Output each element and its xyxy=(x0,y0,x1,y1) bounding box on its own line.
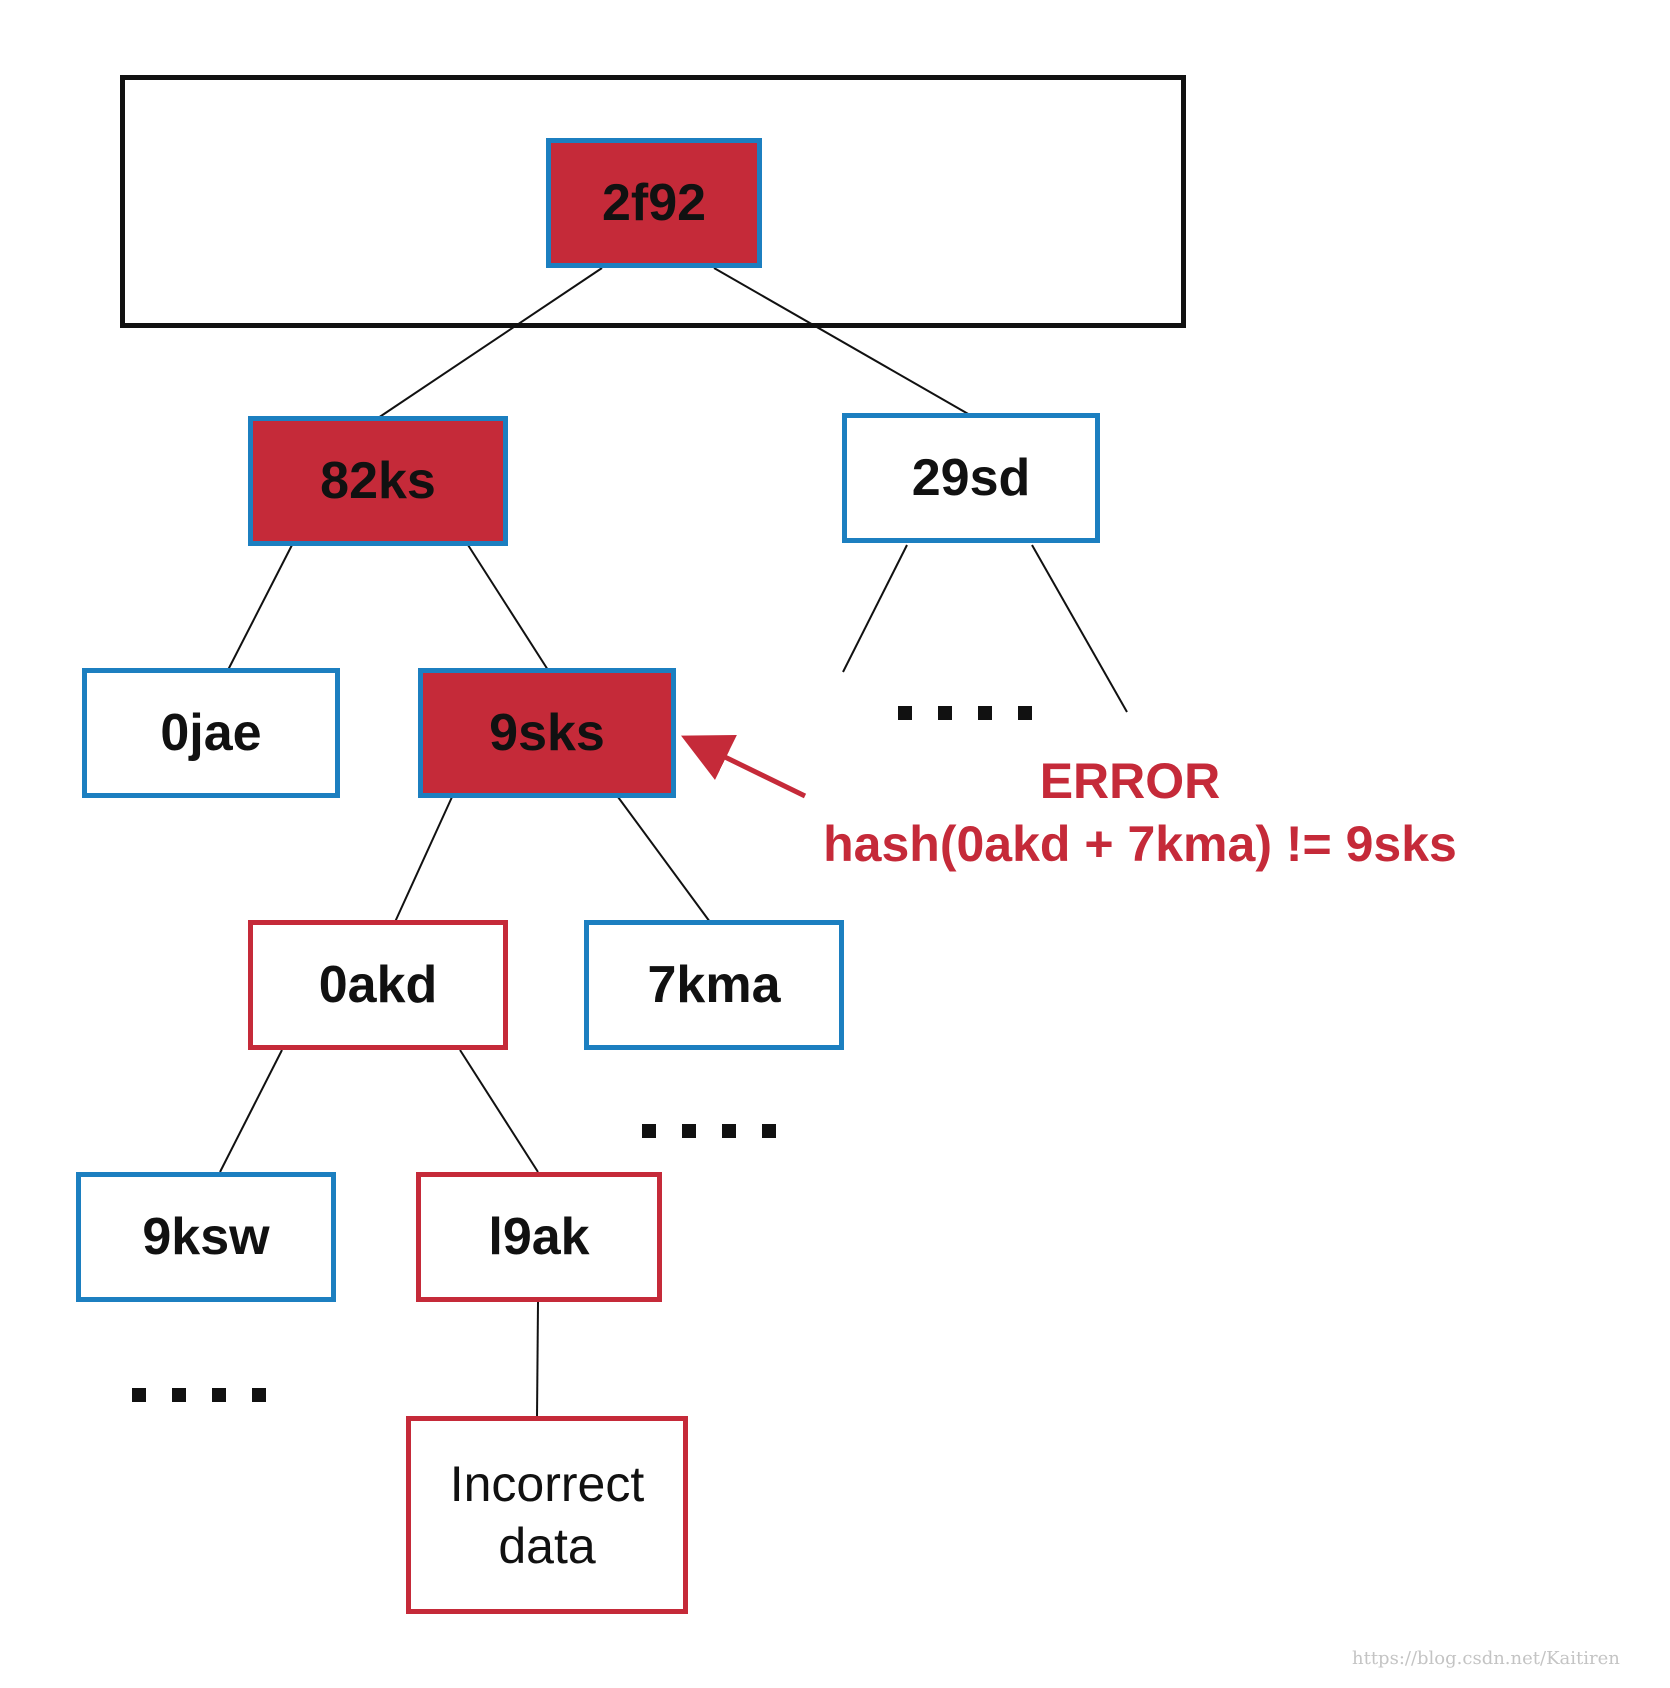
ellipsis-middle xyxy=(642,1124,776,1138)
edge-l9ak-data xyxy=(536,1301,539,1419)
node-left-right: 9sks xyxy=(418,668,676,798)
edge-right-dots-2 xyxy=(1031,544,1128,713)
node-left: 82ks xyxy=(248,416,508,546)
node-root: 2f92 xyxy=(546,138,762,268)
error-title: ERROR xyxy=(1039,753,1221,809)
node-right: 29sd xyxy=(842,413,1100,543)
error-detail: hash(0akd + 7kma) != 9sks xyxy=(823,816,1457,872)
node-lrl-left: 9ksw xyxy=(76,1172,336,1302)
ellipsis-bottom-left xyxy=(132,1388,266,1402)
watermark: https://blog.csdn.net/Kaitiren xyxy=(1352,1648,1620,1669)
edge-lr-right xyxy=(617,796,711,923)
node-left-left: 0jae xyxy=(82,668,340,798)
edge-root-left xyxy=(377,267,603,419)
ellipsis-right-subtree xyxy=(898,706,1032,720)
node-lrl-right: l9ak xyxy=(416,1172,662,1302)
edge-lrl-left xyxy=(219,1049,283,1173)
node-lr-left: 0akd xyxy=(248,920,508,1050)
edge-left-leftleft xyxy=(227,544,293,671)
root-highlight-frame xyxy=(120,75,1186,328)
edge-lr-left xyxy=(394,796,453,923)
edge-left-leftright xyxy=(467,544,549,671)
node-data-leaf: Incorrect data xyxy=(406,1416,688,1614)
edge-right-dots xyxy=(842,544,908,673)
error-arrow xyxy=(681,735,807,799)
edge-root-right xyxy=(713,267,971,416)
edge-lrl-right xyxy=(459,1049,539,1173)
node-lr-right: 7kma xyxy=(584,920,844,1050)
